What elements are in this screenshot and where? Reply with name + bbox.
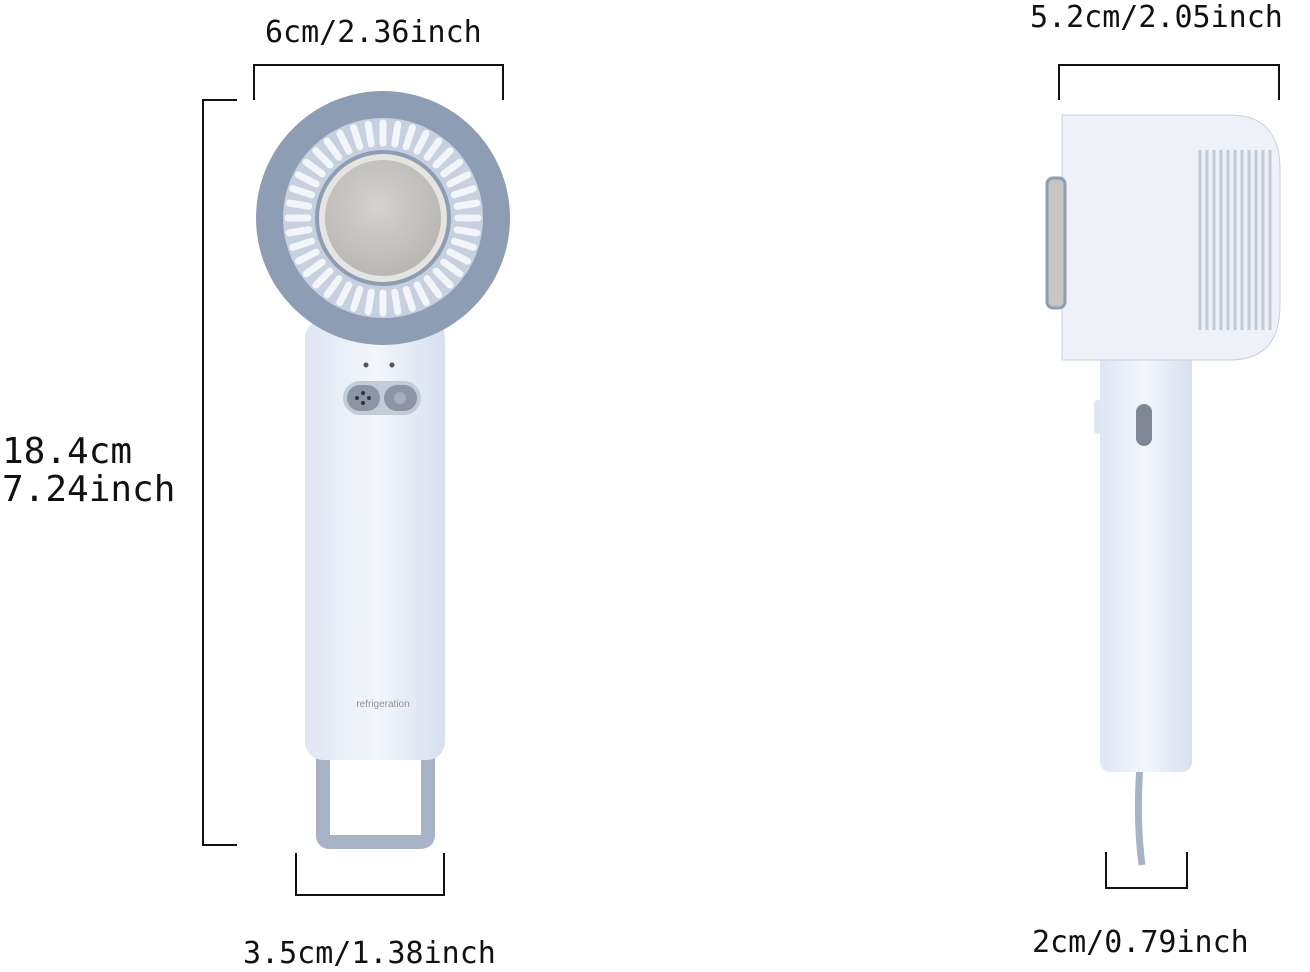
grille-blade — [413, 281, 430, 307]
grille-blade — [364, 120, 375, 148]
grille-blade — [364, 288, 375, 316]
front-height-cm-label: 18.4cm — [2, 431, 133, 472]
grille-blade — [453, 226, 481, 237]
grille-blade — [440, 158, 464, 178]
grille-blade — [450, 185, 477, 199]
grille-blade — [350, 124, 364, 151]
front-handle-bracket — [295, 853, 445, 896]
side-depth-bracket — [1058, 64, 1280, 100]
grille-blade — [289, 185, 316, 199]
grille-blade — [323, 275, 343, 299]
dimension-lines — [202, 64, 1280, 896]
grille-blade — [302, 158, 326, 178]
grille-blade — [336, 129, 353, 155]
grille-blade — [312, 147, 334, 169]
front-height-inch-label: 7.24inch — [2, 469, 176, 510]
grille-blade — [423, 275, 443, 299]
front-handle-width-label: 3.5cm/1.38inch — [243, 936, 496, 971]
side-cord-bracket — [1105, 852, 1188, 889]
grille-blade — [285, 226, 313, 237]
grille-blade — [446, 171, 472, 188]
side-handle — [1100, 340, 1192, 772]
lanyard-loop — [316, 755, 435, 849]
front-view-fan: refrigeration — [256, 91, 510, 849]
handle-body — [305, 320, 445, 760]
grille-blade — [294, 248, 320, 265]
side-cord-width-label: 2cm/0.79inch — [1032, 925, 1249, 960]
indicator-light — [363, 362, 369, 368]
lanyard-cord — [1134, 764, 1146, 866]
grille-blade — [446, 248, 472, 265]
front-height-bracket — [202, 99, 237, 846]
grille-blade — [402, 124, 416, 151]
grille-blade — [453, 199, 481, 210]
cooling-plate — [325, 160, 441, 276]
grille-blade — [391, 120, 402, 148]
body-label: refrigeration — [356, 699, 409, 710]
grille-blade — [289, 237, 316, 251]
front-width-bracket — [253, 64, 504, 100]
grille-blade — [350, 285, 364, 312]
side-head — [1061, 114, 1281, 361]
grille-blade — [432, 267, 454, 289]
grille-blade — [440, 258, 464, 278]
grille-blade — [336, 281, 353, 307]
grille-blade — [294, 171, 320, 188]
grille-blade — [312, 267, 334, 289]
grille-blade — [302, 258, 326, 278]
side-depth-label: 5.2cm/2.05inch — [1030, 0, 1283, 35]
side-view-fan — [1045, 114, 1281, 866]
grille-blade — [285, 199, 313, 210]
fan-button — [347, 385, 380, 411]
side-plate — [1045, 176, 1067, 310]
front-width-label: 6cm/2.36inch — [265, 15, 482, 50]
grille-blade — [450, 237, 477, 251]
indicator-light — [389, 362, 395, 368]
grille-blade — [323, 137, 343, 161]
grille-blade — [423, 137, 443, 161]
grille-blade — [391, 288, 402, 316]
grille-blade — [402, 285, 416, 312]
grille-blade — [432, 147, 454, 169]
side-port — [1136, 404, 1152, 446]
grille-blade — [413, 129, 430, 155]
